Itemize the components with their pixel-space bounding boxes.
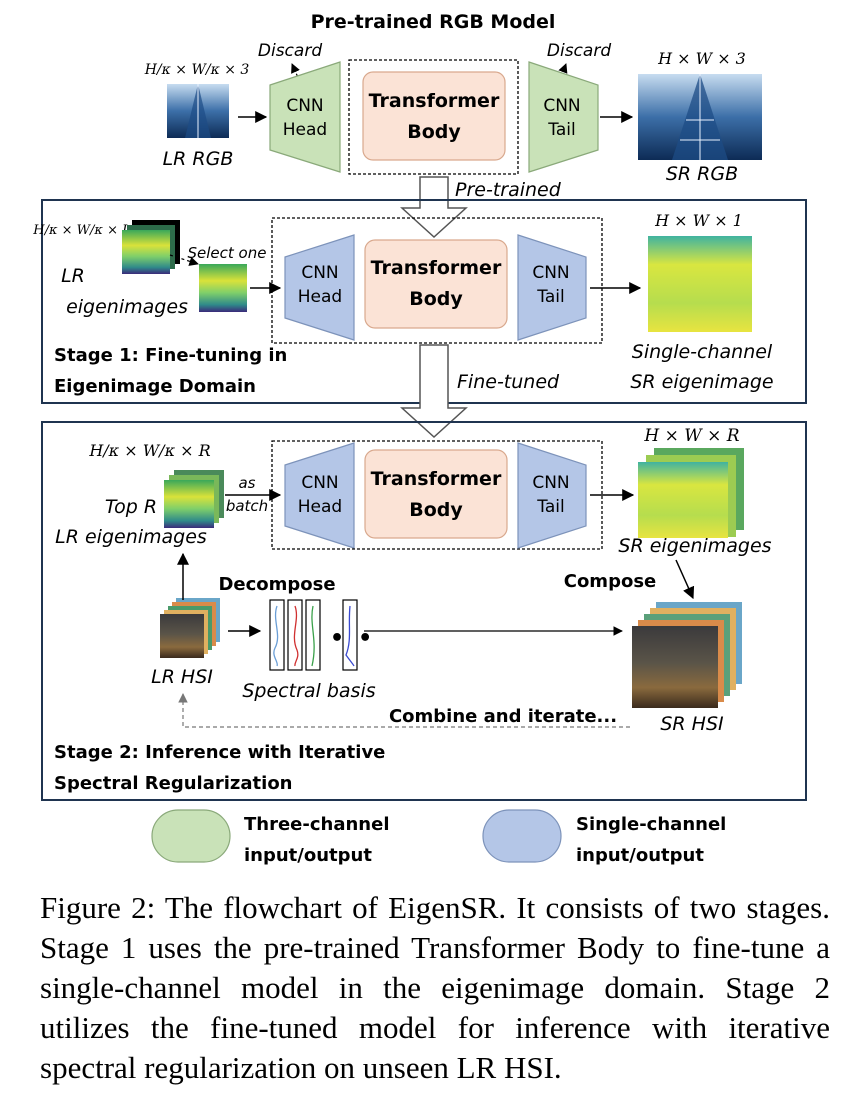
stage2-lr-label-2: LR eigenimages xyxy=(55,526,207,548)
pretrained-label: Pre-trained xyxy=(455,179,562,201)
combine-iterate-label: Combine and iterate... xyxy=(389,706,617,727)
discard-right-label: Discard xyxy=(547,41,611,61)
stage1-tail-line1: CNN xyxy=(532,263,569,283)
finetuned-label: Fine-tuned xyxy=(457,371,560,393)
stage1-body-line1: Transformer xyxy=(371,257,502,279)
stage1-sr-eigenimage xyxy=(648,236,752,332)
lr-hsi-label: LR HSI xyxy=(151,666,213,688)
stage2-body-line1: Transformer xyxy=(371,468,502,490)
iterate-feedback-line xyxy=(178,693,630,728)
sr-rgb-label: SR RGB xyxy=(666,163,738,185)
sr-hsi-label: SR HSI xyxy=(660,713,724,735)
lr-rgb-dims: H/κ × W/κ × 3 xyxy=(144,62,250,78)
stage1-cnn-tail: CNN Tail xyxy=(517,234,587,341)
stage2-title-2: Spectral Regularization xyxy=(54,773,293,794)
top-head-line1: CNN xyxy=(286,96,323,116)
stage1-sr-dims: H × W × 1 xyxy=(654,211,743,230)
stage1-title-1: Stage 1: Fine-tuning in xyxy=(54,345,287,366)
legend-three-channel-swatch xyxy=(151,809,231,863)
sr-hsi-cube xyxy=(632,602,742,708)
as-batch-label-1: as xyxy=(238,474,255,492)
stage2-sr-dims: H × W × R xyxy=(643,426,739,446)
stage2-tail-line1: CNN xyxy=(532,473,569,493)
compose-label: Compose xyxy=(564,571,657,592)
top-head-line2: Head xyxy=(283,120,327,140)
stage1-tail-line2: Tail xyxy=(536,287,564,307)
stage1-dashed-box xyxy=(271,217,603,344)
stage2-cnn-head: CNN Head xyxy=(284,442,355,549)
pretrained-block-arrow xyxy=(400,176,468,239)
decompose-label: Decompose xyxy=(218,574,335,595)
legend-single-channel-swatch xyxy=(482,809,562,863)
top-tail-line2: Tail xyxy=(547,120,575,140)
stage2-lr-label-1: Top R xyxy=(105,496,157,518)
stage2-sr-eigenimage-stack xyxy=(638,448,744,538)
top-cnn-head: CNN Head xyxy=(269,61,341,173)
stage1-title-2: Eigenimage Domain xyxy=(54,376,256,397)
lr-hsi-cube xyxy=(160,598,220,658)
stage1-head-line2: Head xyxy=(298,287,342,307)
stage1-lr-label-2: eigenimages xyxy=(66,296,188,318)
stage2-cnn-tail: CNN Tail xyxy=(517,442,587,549)
legend-three-line1: Three-channel xyxy=(244,814,390,835)
top-transformer-body: Transformer Body xyxy=(362,71,506,161)
stage1-selected-eigenimage xyxy=(199,264,247,312)
legend-single-line1: Single-channel xyxy=(576,814,726,835)
stage1-cnn-head: CNN Head xyxy=(284,234,355,341)
lr-rgb-image xyxy=(167,84,229,138)
top-body-line2: Body xyxy=(407,121,461,143)
stage2-transformer-body: Transformer Body xyxy=(364,449,508,539)
stage1-lr-dims: H/κ × W/κ × L xyxy=(32,223,130,238)
stage2-lr-dims: H/κ × W/κ × R xyxy=(88,441,210,460)
stage2-eigenimage-stack xyxy=(164,470,224,528)
discard-left-label: Discard xyxy=(258,41,322,61)
stage2-dashed-box xyxy=(271,440,603,550)
top-tail-line1: CNN xyxy=(543,96,580,116)
legend-three-line2: input/output xyxy=(244,845,372,866)
stage1-lr-label-1: LR xyxy=(61,265,85,287)
stage2-head-line2: Head xyxy=(298,497,342,517)
sr-rgb-dims: H × W × 3 xyxy=(657,49,746,68)
top-frozen-box xyxy=(348,59,519,175)
stage1-eigenimage-stack xyxy=(122,220,180,274)
stage1-sr-label-2: SR eigenimage xyxy=(630,371,773,393)
top-title: Pre-trained RGB Model xyxy=(311,11,556,33)
stage2-sr-label: SR eigenimages xyxy=(618,535,771,557)
stage1-body-line2: Body xyxy=(409,288,463,310)
stage2-title-1: Stage 2: Inference with Iterative xyxy=(54,742,385,763)
stage2-body-line2: Body xyxy=(409,499,463,521)
stage2-tail-line2: Tail xyxy=(536,497,564,517)
stage1-head-line1: CNN xyxy=(301,263,338,283)
stage2-frame xyxy=(41,421,807,801)
top-cnn-tail: CNN Tail xyxy=(528,61,599,173)
as-batch-label-2: batch xyxy=(226,497,268,515)
spectral-basis: ••• xyxy=(269,599,372,671)
legend-single-line2: input/output xyxy=(576,845,704,866)
spectral-basis-label: Spectral basis xyxy=(242,680,375,702)
stage1-transformer-body: Transformer Body xyxy=(364,239,508,329)
eigensr-flowchart: Pre-trained RGB Model H/κ × W/κ × 3 LR R… xyxy=(32,11,807,866)
stage1-sr-label-1: Single-channel xyxy=(632,341,773,363)
sr-rgb-image xyxy=(638,74,762,160)
select-one-label: Select one xyxy=(188,244,267,262)
top-body-line1: Transformer xyxy=(369,90,500,112)
stage2-head-line1: CNN xyxy=(301,473,338,493)
lr-rgb-label: LR RGB xyxy=(163,148,234,170)
figure-caption: Figure 2: The flowchart of EigenSR. It c… xyxy=(40,890,830,1085)
